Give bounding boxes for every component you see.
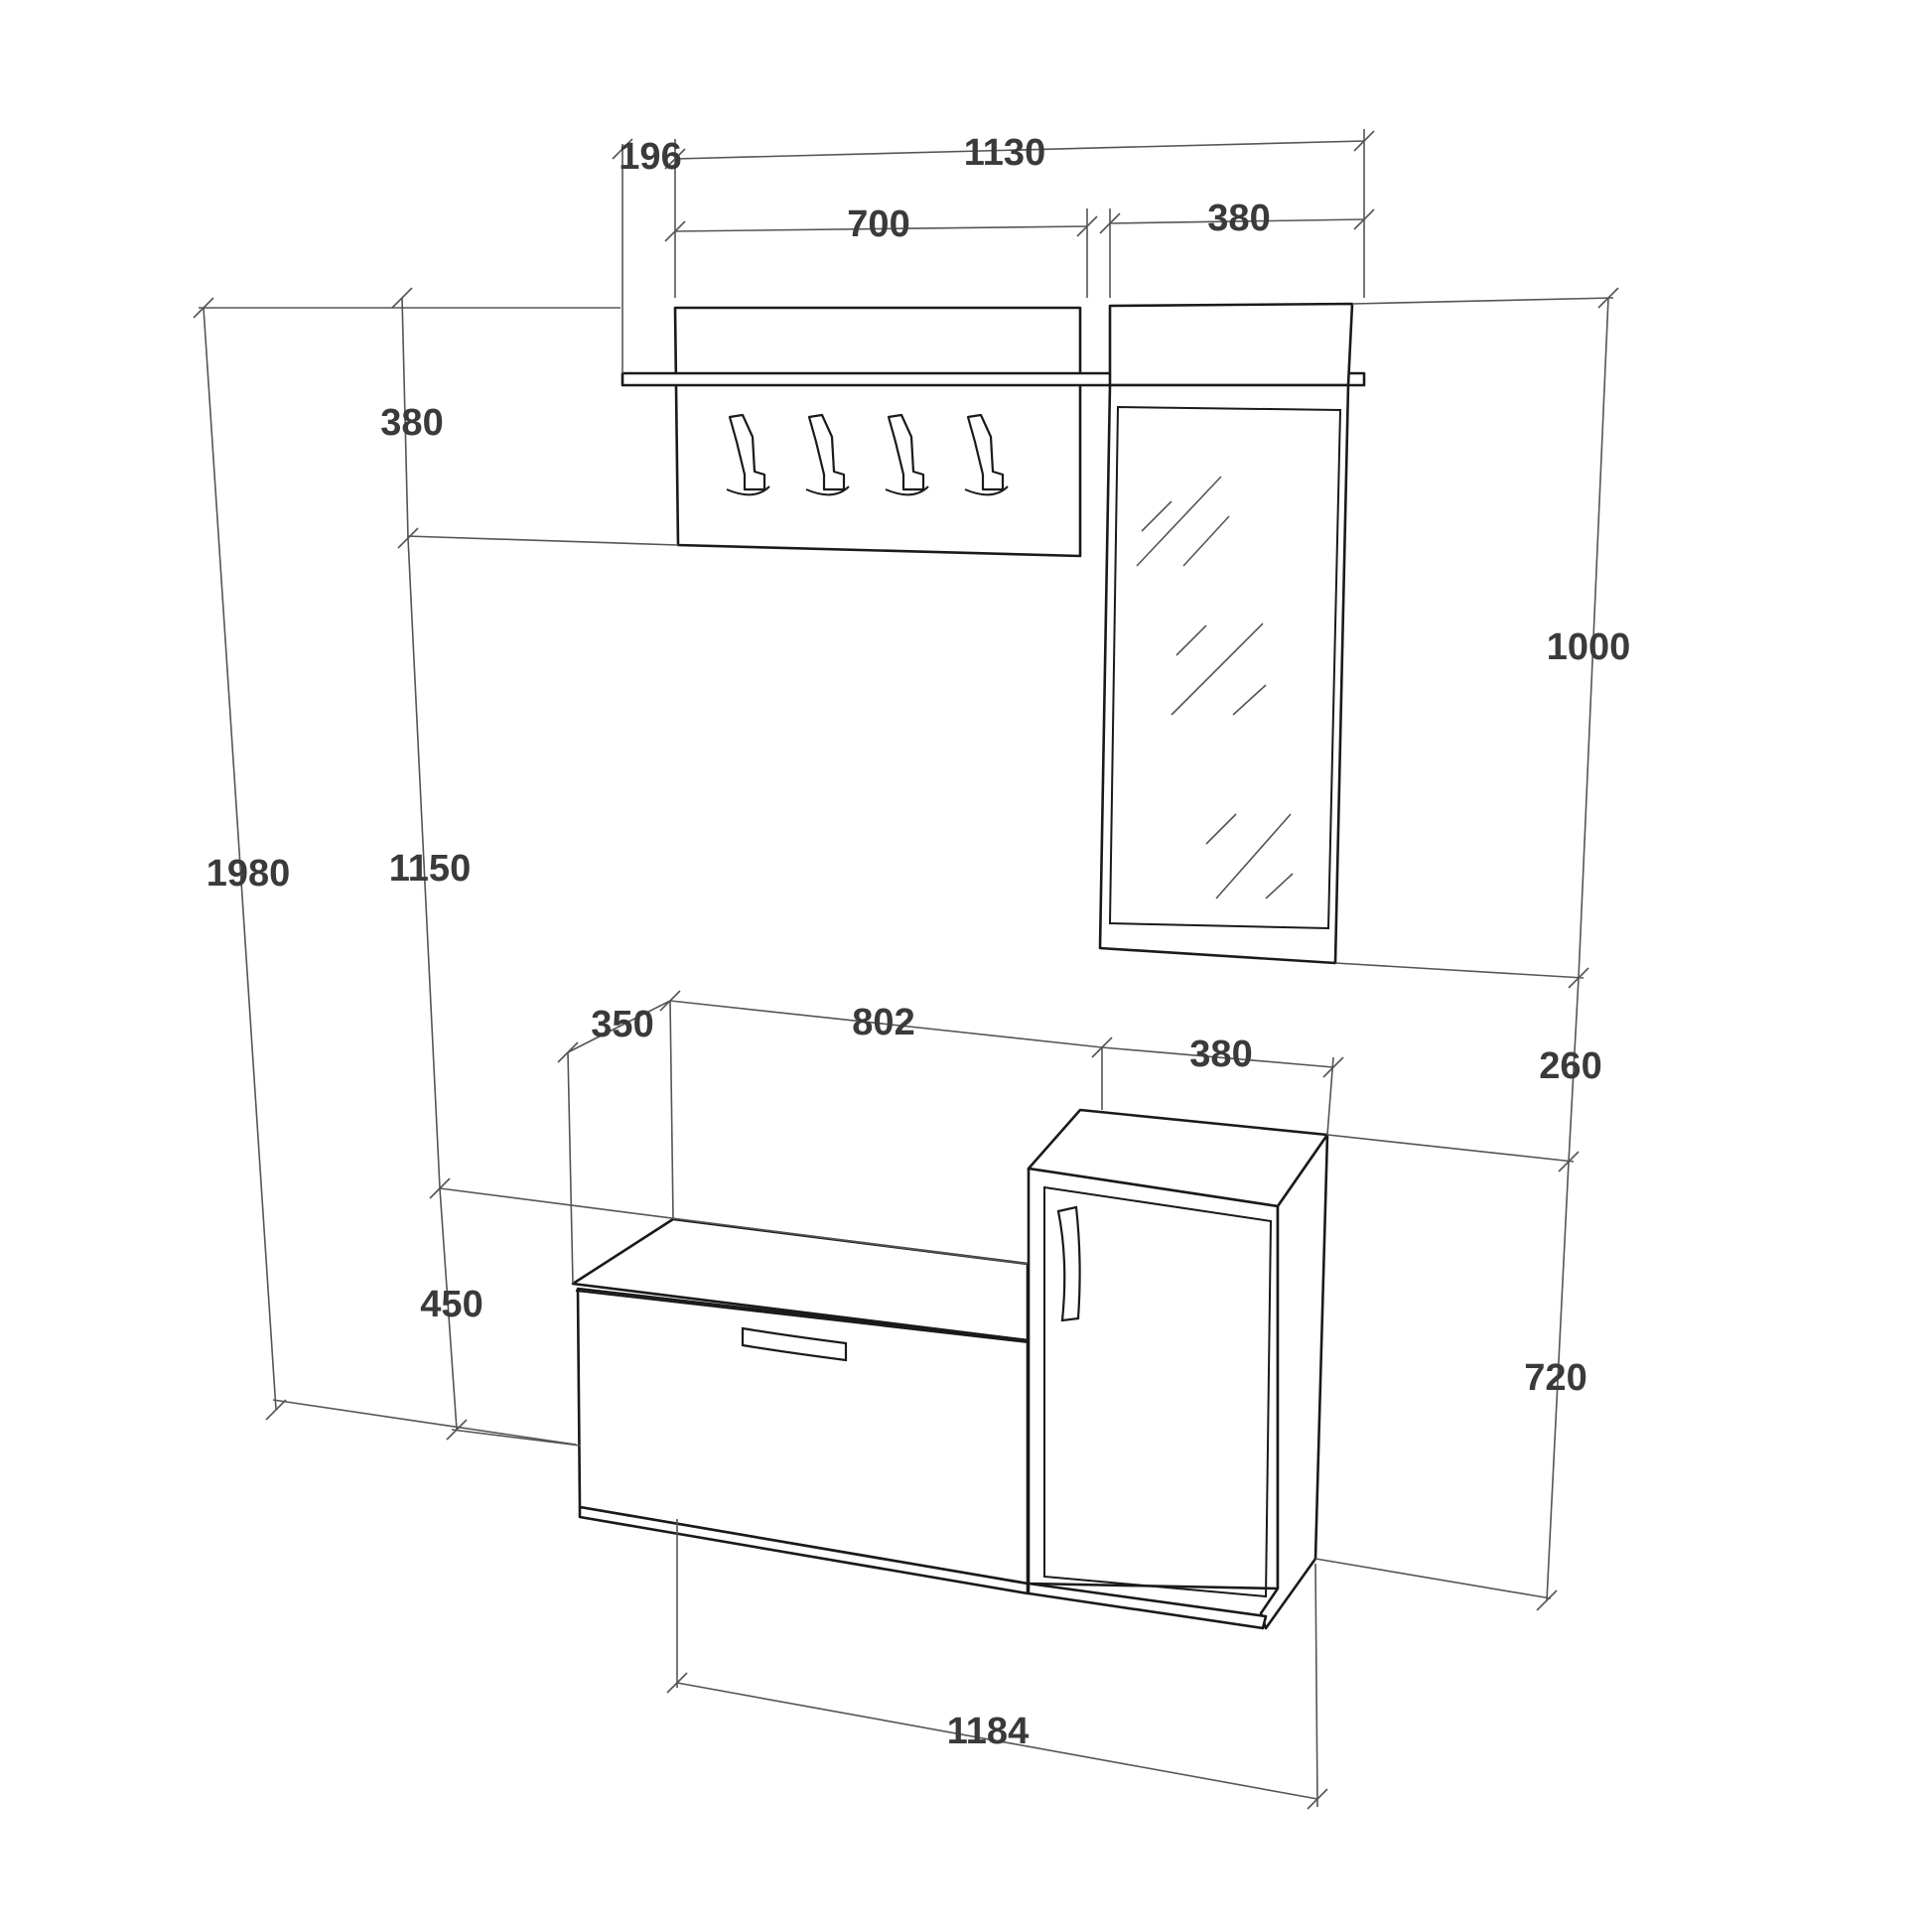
label-196: 196 [619, 136, 681, 178]
shoe-bench [571, 1217, 1030, 1595]
label-1000: 1000 [1547, 626, 1631, 668]
dim-line-196 [612, 138, 633, 373]
label-380-cabinet: 380 [1189, 1034, 1252, 1075]
shoe-cabinet [1027, 1108, 1329, 1630]
label-802: 802 [852, 1002, 914, 1043]
dim-line-450 [439, 1187, 1029, 1447]
coat-hook-2 [805, 413, 850, 496]
label-1184: 1184 [947, 1711, 1029, 1752]
dim-line-1980 [193, 297, 621, 1446]
bench-front [576, 1287, 1030, 1586]
dim-line-380-hanger [391, 287, 679, 549]
coat-hook-1 [726, 413, 770, 496]
dim-line-1130 [664, 129, 1375, 298]
label-350: 350 [591, 1004, 653, 1045]
label-700: 700 [847, 204, 909, 245]
label-380-hanger: 380 [380, 402, 443, 444]
coat-hook-4 [964, 413, 1009, 496]
coat-hook-3 [885, 413, 929, 496]
label-1150: 1150 [389, 848, 471, 890]
label-1130: 1130 [964, 132, 1045, 174]
dim-line-700 [664, 208, 1098, 298]
dim-line-350 [557, 1000, 674, 1285]
mirror-reflection-lines [1136, 476, 1294, 899]
cabinet-plinth [1027, 1582, 1268, 1630]
dim-line-720 [1314, 1161, 1570, 1611]
bench-drawer-handle [741, 1326, 848, 1362]
label-720: 720 [1524, 1357, 1587, 1399]
cabinet-door-handle [1056, 1205, 1081, 1322]
label-380-mirror: 380 [1207, 198, 1270, 239]
label-260: 260 [1539, 1045, 1601, 1087]
mirror-glass [1108, 405, 1342, 930]
mirror-panel [1098, 302, 1354, 965]
cabinet-door [1043, 1185, 1273, 1598]
dim-line-380-cabinet [1101, 1046, 1344, 1136]
label-1980: 1980 [207, 853, 291, 895]
dim-line-1184 [666, 1519, 1328, 1810]
label-450: 450 [420, 1284, 483, 1325]
dim-line-380-mirror [1099, 208, 1375, 298]
